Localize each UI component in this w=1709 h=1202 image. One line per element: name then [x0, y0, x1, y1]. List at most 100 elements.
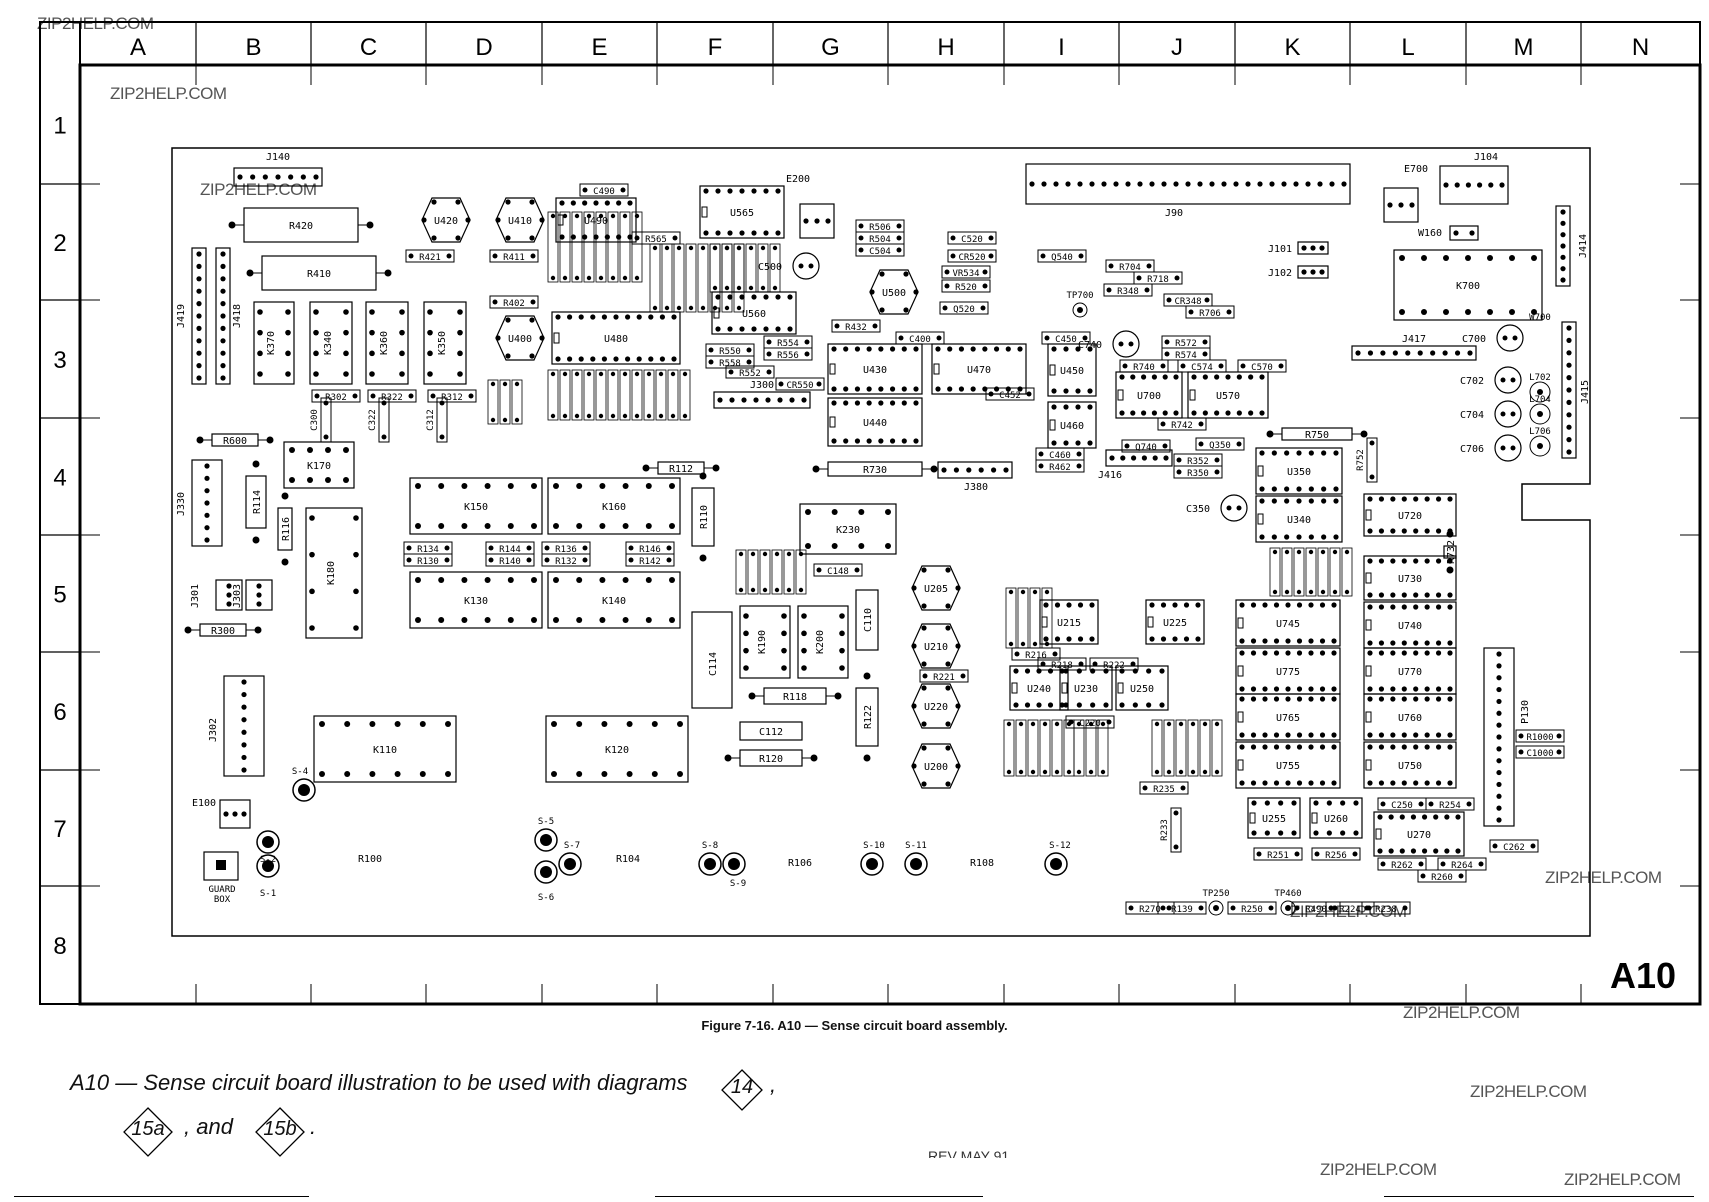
connector-label: J90 — [1165, 208, 1183, 219]
relay-k140: K140 — [547, 571, 681, 629]
part-q350: Q350 — [1195, 437, 1245, 451]
connector-j303: J303 — [232, 579, 273, 611]
relay-label: K190 — [757, 630, 768, 654]
description-text: A10 — Sense circuit board illustration t… — [70, 1070, 688, 1095]
part-label: Q520 — [953, 305, 975, 315]
part-label: R572 — [1175, 339, 1197, 349]
ic-label: U230 — [1074, 684, 1098, 695]
row-label: 8 — [53, 933, 66, 960]
ic-label: U720 — [1398, 511, 1422, 522]
round-ic-u410: U410 — [495, 197, 545, 243]
part-c148: C148 — [813, 563, 863, 577]
part-label: R251 — [1267, 851, 1289, 861]
resistor-r114: R114 — [245, 460, 267, 544]
relay-label: K170 — [307, 461, 331, 472]
part-c300: C300 — [310, 397, 332, 443]
relay-k200: K200 — [797, 605, 849, 679]
part-label: C574 — [1191, 363, 1213, 373]
test-point-s-6: S-6 — [534, 860, 558, 903]
round-ic-u500: U500 — [869, 269, 919, 315]
part-r146: R146 — [625, 541, 675, 555]
round-ic-label: U410 — [508, 216, 532, 227]
part-r706: R706 — [1185, 305, 1235, 319]
connector-j104: J104 — [1439, 152, 1509, 205]
resistor-r730: R730 — [812, 461, 938, 477]
diagram-ref-14: 14 — [720, 1068, 763, 1111]
relay-k120: K120 — [545, 715, 689, 783]
part-r704: R704 — [1105, 259, 1155, 273]
relay-k350: K350 — [423, 301, 467, 385]
cap-c350: C350 — [1186, 494, 1248, 522]
connector-j414: J414 — [1555, 205, 1589, 287]
connector-label: J301 — [190, 584, 201, 608]
part-r139: R139 — [1157, 901, 1207, 915]
resistor-label: R122 — [863, 705, 874, 729]
part-label: CR520 — [958, 253, 985, 263]
part-label: R238 — [1375, 905, 1397, 915]
column-label: B — [245, 34, 261, 61]
resistor-label: R118 — [783, 692, 807, 703]
part-c452: C452 — [985, 387, 1035, 401]
test-point-tp700: TP700 — [1066, 291, 1094, 318]
relay-k370: K370 — [253, 301, 295, 385]
part-r130: R130 — [403, 553, 453, 567]
ic-label: U270 — [1407, 830, 1431, 841]
part-label: R302 — [325, 393, 347, 403]
connector-label: E100 — [192, 798, 216, 809]
guard-box-label-1: GUARD — [208, 885, 235, 895]
round-ic-label: U205 — [924, 584, 948, 595]
ic-label: U250 — [1130, 684, 1154, 695]
part-label: R350 — [1187, 469, 1209, 479]
round-ic-u420: U420 — [421, 197, 471, 243]
test-point-label: S-4 — [292, 767, 308, 777]
part-r552: R552 — [725, 365, 775, 379]
ic-u215: U215 — [1039, 599, 1099, 645]
resistor-r122: R122 — [855, 672, 879, 762]
part-label: R262 — [1391, 861, 1413, 871]
ic-label: U765 — [1276, 713, 1300, 724]
part-label: R520 — [955, 283, 977, 293]
part-w700: W700 — [1529, 313, 1551, 323]
test-point-label: TP250 — [1202, 889, 1229, 899]
resistor-label: R110 — [699, 505, 710, 529]
part-label: R146 — [639, 545, 661, 555]
round-ic-u200: U200 — [911, 743, 961, 789]
part-r740: R740 — [1119, 359, 1169, 373]
ic-label: U430 — [863, 365, 887, 376]
test-point-s-10: S-10 — [860, 841, 885, 876]
ic-u270: U270 — [1373, 811, 1465, 857]
connector-label: E700 — [1404, 164, 1428, 175]
part-l706: L706 — [1529, 427, 1551, 457]
part-label: C312 — [426, 409, 436, 431]
part-cr550: CR550 — [775, 377, 825, 391]
part-r348: R348 — [1103, 283, 1153, 297]
test-point-label: S-11 — [905, 841, 927, 851]
part-label: Q540 — [1051, 253, 1073, 263]
cap-label: C702 — [1460, 376, 1484, 387]
ic-u755: U755 — [1235, 741, 1341, 789]
part-label: R322 — [381, 393, 403, 403]
part-label: C452 — [999, 391, 1021, 401]
row-label: 1 — [53, 113, 66, 140]
footer-rule-left — [14, 1196, 309, 1197]
ic-u450: U450 — [1047, 343, 1097, 397]
part-r216: R216 — [1011, 647, 1061, 661]
cap-label: C740 — [1078, 340, 1102, 351]
part-label: R506 — [869, 223, 891, 233]
ic-label: U770 — [1398, 667, 1422, 678]
part-label: C490 — [593, 187, 615, 197]
connector-label: J416 — [1098, 470, 1122, 481]
connector-label: J417 — [1402, 334, 1426, 345]
relay-k340: K340 — [309, 301, 353, 385]
part-c1000: C1000 — [1515, 745, 1565, 759]
part-r572: R572 — [1161, 335, 1211, 349]
ic-label: U570 — [1216, 391, 1240, 402]
component-bank — [1269, 547, 1353, 597]
relay-k700: K700 — [1393, 249, 1543, 321]
connector-label: J419 — [176, 304, 187, 328]
relay-label: K370 — [266, 331, 277, 355]
connector-j300: J300 — [713, 380, 811, 409]
test-point-s-8: S-8 — [698, 841, 722, 876]
